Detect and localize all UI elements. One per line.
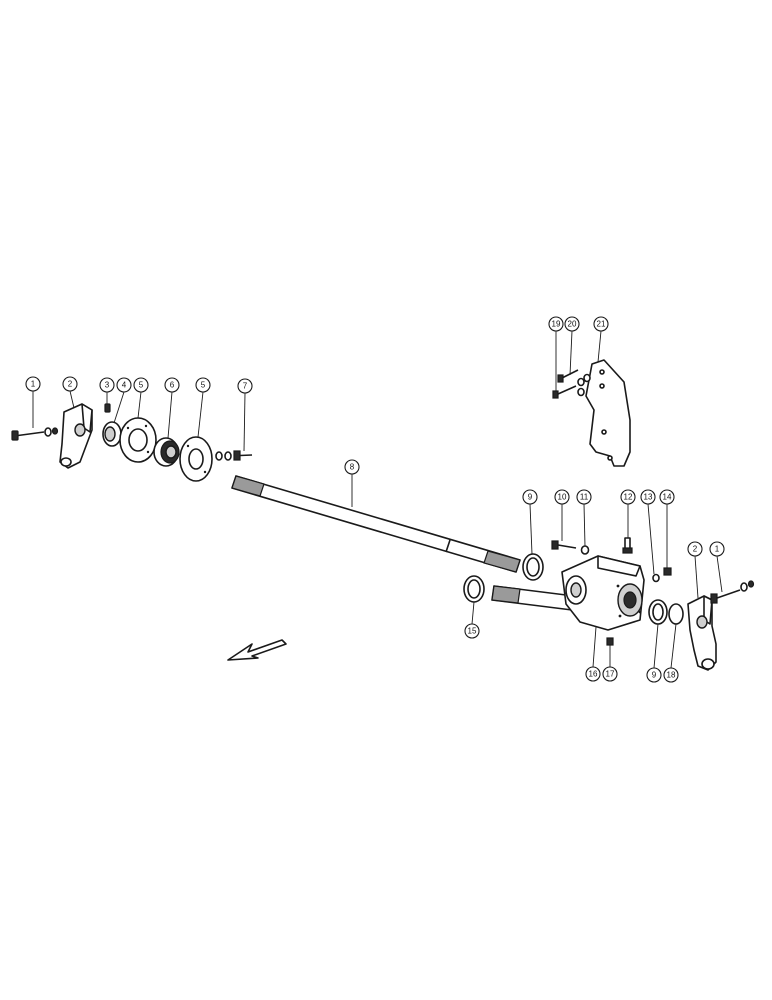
forward-direction-arrow-icon — [227, 639, 287, 661]
svg-text:1: 1 — [715, 545, 720, 554]
callout-13: 13 — [640, 489, 656, 505]
svg-text:20: 20 — [568, 320, 577, 329]
svg-text:11: 11 — [580, 493, 589, 502]
callout-5-right: 5 — [195, 377, 211, 393]
callout-21: 21 — [593, 316, 609, 332]
callout-3: 3 — [99, 377, 115, 393]
svg-text:2: 2 — [68, 380, 73, 389]
callout-17: 17 — [602, 666, 618, 682]
svg-text:6: 6 — [170, 381, 175, 390]
part-seal-upper — [522, 553, 544, 581]
svg-text:12: 12 — [624, 493, 633, 502]
part-plug — [104, 403, 111, 413]
svg-text:2: 2 — [693, 545, 698, 554]
svg-text:3: 3 — [105, 381, 110, 390]
part-bolt-right — [710, 580, 755, 604]
part-steering-arm-left — [59, 403, 93, 469]
callout-1-left: 1 — [25, 376, 41, 392]
svg-text:9: 9 — [528, 493, 533, 502]
callout-2-right: 2 — [687, 541, 703, 557]
svg-text:19: 19 — [552, 320, 561, 329]
callout-14: 14 — [659, 489, 675, 505]
part-seal-lower — [648, 599, 668, 625]
part-gearbox-housing — [561, 555, 645, 631]
callout-15: 15 — [464, 623, 480, 639]
part-steering-arm-right — [687, 595, 717, 671]
callout-10: 10 — [554, 489, 570, 505]
part-bolt-washer — [215, 450, 253, 461]
callout-9-lower: 9 — [646, 667, 662, 683]
part-breather-fitting — [622, 537, 633, 554]
part-seal-ring — [463, 575, 485, 603]
callout-16: 16 — [585, 666, 601, 682]
svg-text:13: 13 — [644, 493, 653, 502]
callout-9-upper: 9 — [522, 489, 538, 505]
svg-text:15: 15 — [468, 627, 477, 636]
part-gasket-left — [119, 417, 157, 463]
callout-1-right: 1 — [709, 541, 725, 557]
svg-text:5: 5 — [139, 381, 144, 390]
part-roller-bearing — [153, 437, 180, 467]
callout-12: 12 — [620, 489, 636, 505]
part-housing-washer — [580, 545, 590, 555]
part-housing-bolt — [551, 540, 577, 550]
part-bolt-left — [11, 427, 59, 441]
part-drain-plug — [606, 637, 614, 646]
callout-5-left: 5 — [133, 377, 149, 393]
svg-text:8: 8 — [350, 463, 355, 472]
part-fill-plug — [652, 573, 660, 583]
part-snap-ring — [668, 603, 684, 625]
callout-19: 19 — [548, 316, 564, 332]
callout-20: 20 — [564, 316, 580, 332]
svg-text:4: 4 — [122, 381, 127, 390]
svg-text:9: 9 — [652, 671, 657, 680]
part-gasket-right — [179, 436, 213, 482]
svg-text:1: 1 — [31, 380, 36, 389]
svg-text:18: 18 — [667, 671, 676, 680]
svg-text:10: 10 — [558, 493, 567, 502]
svg-text:16: 16 — [589, 670, 598, 679]
callout-18: 18 — [663, 667, 679, 683]
leader-lines — [32, 330, 723, 669]
svg-text:17: 17 — [606, 670, 615, 679]
part-bearing-sleeve — [102, 421, 122, 447]
svg-text:5: 5 — [201, 381, 206, 390]
callout-2-left: 2 — [62, 376, 78, 392]
svg-text:7: 7 — [243, 382, 248, 391]
callout-8: 8 — [344, 459, 360, 475]
part-mounting-bracket — [585, 359, 631, 467]
callout-6: 6 — [164, 377, 180, 393]
part-nut — [663, 567, 672, 576]
part-bracket-bolts — [552, 369, 591, 399]
part-stub-shaft — [491, 585, 575, 611]
callout-7: 7 — [237, 378, 253, 394]
part-axle-shaft — [231, 475, 521, 573]
callout-11: 11 — [576, 489, 592, 505]
svg-text:14: 14 — [663, 493, 672, 502]
svg-text:21: 21 — [597, 320, 606, 329]
callout-4: 4 — [116, 377, 132, 393]
